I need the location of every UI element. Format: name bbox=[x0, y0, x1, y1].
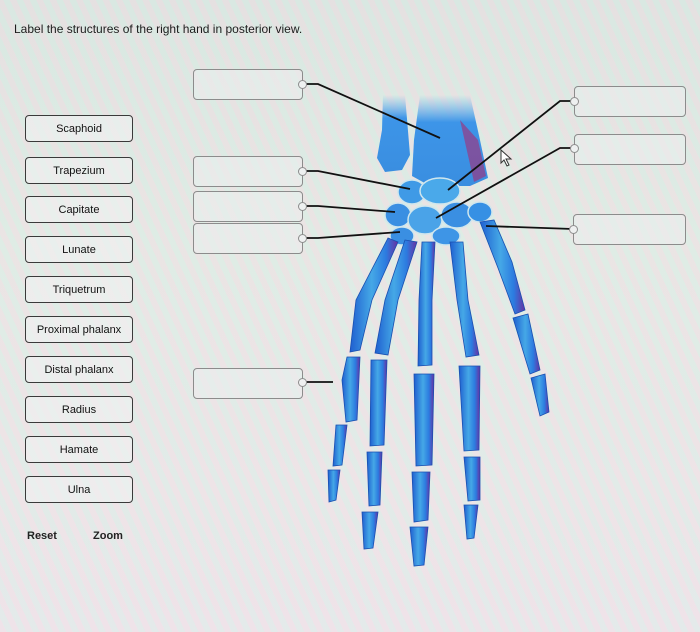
label-tile-distal-phalanx[interactable]: Distal phalanx bbox=[25, 356, 133, 383]
drop-target-radius-shaft[interactable] bbox=[193, 69, 303, 100]
connector-dot bbox=[298, 80, 307, 89]
connector-dot bbox=[570, 97, 579, 106]
connector-dot bbox=[298, 167, 307, 176]
connector-dot bbox=[298, 378, 307, 387]
label-tile-ulna[interactable]: Ulna bbox=[25, 476, 133, 503]
reset-button[interactable]: Reset bbox=[27, 530, 57, 542]
connector-dot bbox=[298, 234, 307, 243]
carpal-bones bbox=[384, 177, 493, 246]
drop-target-carpal-top-left[interactable] bbox=[193, 156, 303, 187]
connector-dot bbox=[569, 225, 578, 234]
drop-target-carpal-mid-left[interactable] bbox=[193, 191, 303, 222]
label-tile-lunate[interactable]: Lunate bbox=[25, 236, 133, 263]
drop-target-carpal-thumb-side[interactable] bbox=[573, 214, 686, 245]
drop-target-finger-phalanx[interactable] bbox=[193, 368, 303, 399]
label-tile-hamate[interactable]: Hamate bbox=[25, 436, 133, 463]
drop-target-carpal-center[interactable] bbox=[574, 134, 686, 165]
zoom-button[interactable]: Zoom bbox=[93, 530, 123, 542]
label-tile-radius[interactable]: Radius bbox=[25, 396, 133, 423]
label-tile-proximal-phalanx[interactable]: Proximal phalanx bbox=[25, 316, 133, 343]
label-tile-trapezium[interactable]: Trapezium bbox=[25, 157, 133, 184]
drop-target-carpal-bottom-left[interactable] bbox=[193, 223, 303, 254]
leader-lines bbox=[303, 83, 574, 383]
drop-target-carpal-proximal-right[interactable] bbox=[574, 86, 686, 117]
mouse-cursor-icon bbox=[500, 148, 513, 167]
connector-dot bbox=[298, 202, 307, 211]
question-prompt: Label the structures of the right hand i… bbox=[14, 22, 303, 36]
label-tile-scaphoid[interactable]: Scaphoid bbox=[25, 115, 133, 142]
label-tile-triquetrum[interactable]: Triquetrum bbox=[25, 276, 133, 303]
label-tile-capitate[interactable]: Capitate bbox=[25, 196, 133, 223]
finger-bones bbox=[327, 219, 550, 567]
connector-dot bbox=[570, 144, 579, 153]
